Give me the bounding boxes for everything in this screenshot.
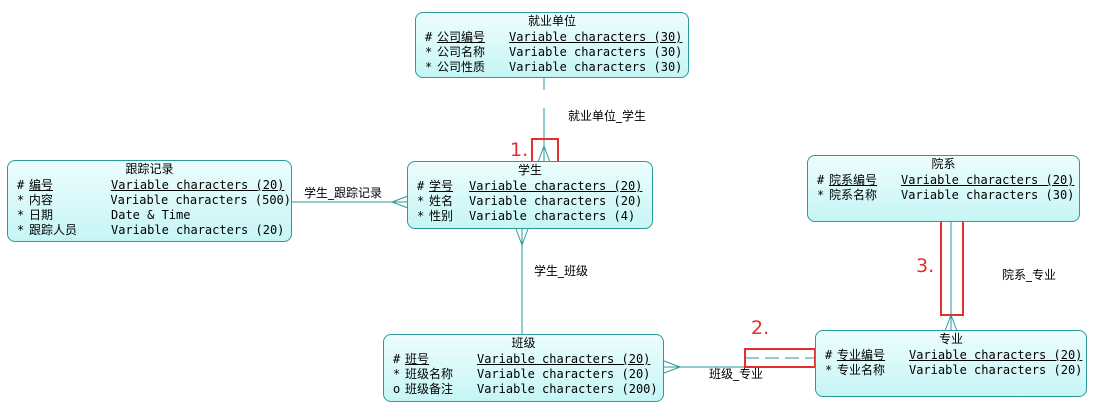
attribute-marker: #: [817, 173, 825, 187]
attribute-marker: *: [17, 208, 25, 222]
attribute-name: 班级名称: [405, 367, 454, 381]
attribute-type: Variable characters (200): [477, 382, 658, 396]
attribute-name: 编号: [29, 178, 54, 192]
attribute-name: 院系编号: [829, 173, 878, 187]
attribute-name: 日期: [29, 208, 54, 222]
attribute-row: * 内容 Variable characters (500): [17, 193, 291, 208]
attribute-name: 专业名称: [837, 363, 886, 377]
attribute-type: Variable characters (500): [110, 193, 291, 207]
crowfoot-student-left: [390, 195, 409, 209]
attribute-marker: o: [393, 382, 401, 396]
highlight-box-1: [531, 138, 559, 163]
attribute-marker: #: [17, 178, 25, 192]
highlight-box-3: [940, 220, 964, 316]
attribute-type: Variable characters (20): [469, 179, 643, 193]
attribute-name: 院系名称: [829, 188, 878, 202]
attribute-marker: #: [425, 30, 433, 44]
relationship-label-employer-student: 就业单位_学生: [568, 109, 647, 123]
relationship-label-class-major: 班级_专业: [709, 367, 764, 381]
attribute-name: 性别: [429, 209, 454, 223]
attribute-type: Variable characters (4): [469, 209, 636, 223]
attribute-name: 公司性质: [437, 60, 486, 74]
attribute-marker: *: [425, 45, 433, 59]
relationship-label-student-tracking: 学生_跟踪记录: [304, 186, 383, 200]
attribute-marker: #: [825, 348, 833, 362]
attribute-marker: *: [417, 194, 425, 208]
attribute-type: Variable characters (20): [909, 363, 1083, 377]
attribute-row: # 编号 Variable characters (20): [17, 178, 291, 193]
entity-title: 专业: [938, 332, 963, 346]
attribute-name: 专业编号: [837, 348, 886, 362]
attribute-row: * 跟踪人员 Variable characters (20): [17, 223, 291, 238]
attribute-name: 学号: [429, 179, 454, 193]
attribute-type: Variable characters (30): [509, 45, 683, 59]
annotation-number-3: 3.: [916, 255, 935, 277]
entity-title: 院系: [931, 157, 956, 171]
attribute-row: * 性别 Variable characters (4): [417, 209, 652, 224]
entity-title: 学生: [517, 163, 542, 177]
attribute-type: Variable characters (20): [111, 223, 285, 237]
attribute-row: * 姓名 Variable characters (20): [417, 194, 652, 209]
attribute-row: o 班级备注 Variable characters (200): [393, 382, 663, 397]
attribute-row: # 公司编号 Variable characters (30): [425, 30, 688, 45]
attribute-type: Variable characters (30): [901, 188, 1075, 202]
crowfoot-class-right: [663, 360, 682, 374]
attribute-type: Variable characters (20): [477, 367, 651, 381]
attribute-row: * 公司名称 Variable characters (30): [425, 45, 688, 60]
attribute-name: 班号: [405, 352, 430, 366]
annotation-number-1: 1.: [510, 139, 529, 161]
attribute-name: 公司名称: [437, 45, 486, 59]
attribute-marker: *: [825, 363, 833, 377]
attribute-type: Variable characters (20): [111, 178, 285, 192]
crowfoot-student-bottom: [515, 228, 529, 247]
attribute-row: # 学号 Variable characters (20): [417, 179, 652, 194]
attribute-marker: *: [17, 193, 25, 207]
attribute-marker: #: [417, 179, 425, 193]
attribute-name: 内容: [28, 193, 53, 207]
attribute-row: # 院系编号 Variable characters (20): [817, 173, 1079, 188]
entity-major[interactable]: 专业 # 专业编号 Variable characters (20) * 专业名…: [815, 330, 1087, 397]
attribute-type: Variable characters (20): [901, 173, 1075, 187]
attribute-type: Variable characters (30): [509, 60, 683, 74]
attribute-row: # 专业编号 Variable characters (20): [825, 348, 1086, 363]
attribute-marker: *: [393, 367, 401, 381]
entity-student[interactable]: 学生 # 学号 Variable characters (20) * 姓名 Va…: [407, 161, 653, 229]
attribute-row: * 院系名称 Variable characters (30): [817, 188, 1079, 203]
attribute-type: Date & Time: [111, 208, 191, 222]
entity-class[interactable]: 班级 # 班号 Variable characters (20) * 班级名称 …: [383, 334, 664, 402]
attribute-marker: *: [17, 223, 25, 237]
attribute-marker: *: [417, 209, 425, 223]
entity-title: 班级: [511, 336, 536, 350]
attribute-row: * 专业名称 Variable characters (20): [825, 363, 1086, 378]
entity-tracking-record[interactable]: 跟踪记录 # 编号 Variable characters (20) * 内容 …: [7, 160, 292, 242]
relationship-label-student-class: 学生_班级: [534, 264, 589, 278]
attribute-row: * 日期 Date & Time: [17, 208, 291, 223]
attribute-name: 公司编号: [437, 30, 486, 44]
attribute-name: 姓名: [429, 194, 454, 208]
attribute-row: * 班级名称 Variable characters (20): [393, 367, 663, 382]
crowfoot-student-top: [537, 144, 551, 163]
attribute-marker: #: [393, 352, 401, 366]
attribute-type: Variable characters (30): [509, 30, 683, 44]
attribute-marker: *: [817, 188, 825, 202]
attribute-row: # 班号 Variable characters (20): [393, 352, 663, 367]
attribute-type: Variable characters (20): [477, 352, 651, 366]
entity-department[interactable]: 院系 # 院系编号 Variable characters (20) * 院系名…: [807, 155, 1080, 222]
relationship-label-department-major: 院系_专业: [1002, 268, 1057, 282]
entity-title: 就业单位: [527, 14, 576, 28]
entity-employer[interactable]: 就业单位 # 公司编号 Variable characters (30) * 公…: [415, 12, 689, 78]
attribute-type: Variable characters (20): [469, 194, 643, 208]
attribute-marker: *: [425, 60, 433, 74]
entity-title: 跟踪记录: [125, 162, 174, 176]
attribute-name: 班级备注: [405, 382, 454, 396]
attribute-row: * 公司性质 Variable characters (30): [425, 60, 688, 75]
attribute-type: Variable characters (20): [909, 348, 1083, 362]
annotation-number-2: 2.: [751, 317, 770, 339]
attribute-name: 跟踪人员: [29, 223, 78, 237]
